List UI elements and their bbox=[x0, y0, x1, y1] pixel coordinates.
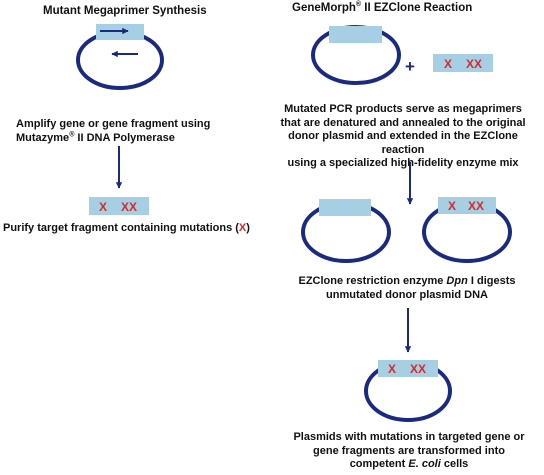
mutation-mark-x: X bbox=[99, 200, 107, 214]
megaprimer-line-3: donor plasmid and extended in the EZClon… bbox=[288, 130, 518, 156]
dpn-text: EZClone restriction enzyme Dpn I digests… bbox=[276, 275, 538, 302]
final-line-1: Plasmids with mutations in targeted gene… bbox=[293, 431, 525, 443]
registered-mark: ® bbox=[355, 1, 362, 9]
mutation-mark-xx: XX bbox=[466, 57, 482, 71]
dpn-line-1: EZClone restriction enzyme Dpn I digests bbox=[276, 275, 538, 289]
purify-suffix: ) bbox=[246, 222, 250, 234]
genemorph-name: GeneMorph bbox=[292, 2, 356, 14]
mutation-mark-x: X bbox=[388, 362, 396, 376]
right-title: GeneMorph® II EZClone Reaction bbox=[292, 1, 473, 16]
purify-text: Purify target fragment containing mutati… bbox=[3, 222, 263, 236]
amplify-text: Amplify gene or gene fragment using Muta… bbox=[16, 118, 256, 145]
mutation-mark-xx: XX bbox=[410, 362, 426, 376]
purify-x-mark: X bbox=[238, 222, 247, 234]
mutation-mark-xx: XX bbox=[121, 200, 137, 214]
purify-prefix: Purify target fragment containing mutati… bbox=[3, 222, 239, 234]
mutated-fragment-box bbox=[89, 197, 149, 215]
ezclone-reaction: II EZClone Reaction bbox=[361, 2, 473, 14]
left-title: Mutant Megaprimer Synthesis bbox=[43, 5, 207, 17]
dpn-prefix: EZClone restriction enzyme bbox=[298, 275, 447, 287]
donor-gene-box bbox=[329, 26, 382, 43]
final-line-3: competent E. coli cells bbox=[280, 458, 538, 472]
plus-sign: + bbox=[405, 57, 415, 76]
unmutated-gene-box bbox=[319, 199, 371, 216]
final-text: Plasmids with mutations in targeted gene… bbox=[280, 431, 538, 472]
final-gene-box bbox=[378, 360, 438, 377]
final-line-2: gene fragments are transformed into bbox=[313, 444, 505, 457]
mutation-mark-x: X bbox=[444, 57, 452, 71]
dpn-enzyme: Dpn bbox=[446, 275, 468, 287]
amplify-line-1: Amplify gene or gene fragment using bbox=[16, 118, 211, 130]
ecoli-species: E. coli bbox=[408, 458, 441, 470]
megaprimer-text: Mutated PCR products serve as megaprimer… bbox=[270, 103, 536, 171]
dpn-line-2: unmutated donor plasmid DNA bbox=[326, 288, 488, 301]
mutated-gene-box bbox=[438, 197, 496, 214]
dpn-suffix: I digests bbox=[467, 275, 516, 287]
final-prefix: competent bbox=[349, 458, 409, 470]
template-plasmid bbox=[76, 30, 164, 90]
mutation-mark-x: X bbox=[448, 199, 456, 213]
megaprimer-line-1: Mutated PCR products serve as megaprimer… bbox=[284, 103, 522, 115]
registered-mark: ® bbox=[69, 130, 75, 138]
final-suffix: cells bbox=[440, 458, 469, 470]
megaprimer-fragment-box bbox=[433, 54, 493, 72]
mutation-mark-xx: XX bbox=[468, 199, 484, 213]
megaprimer-line-4: using a specialized high-fidelity enzyme… bbox=[287, 157, 519, 169]
megaprimer-line-2: that are denatured and annealed to the o… bbox=[280, 116, 526, 129]
mutazyme-name: Mutazyme bbox=[16, 131, 70, 144]
polymerase-suffix: II DNA Polymerase bbox=[74, 131, 175, 144]
amplify-line-2: Mutazyme® II DNA Polymerase bbox=[16, 130, 256, 146]
